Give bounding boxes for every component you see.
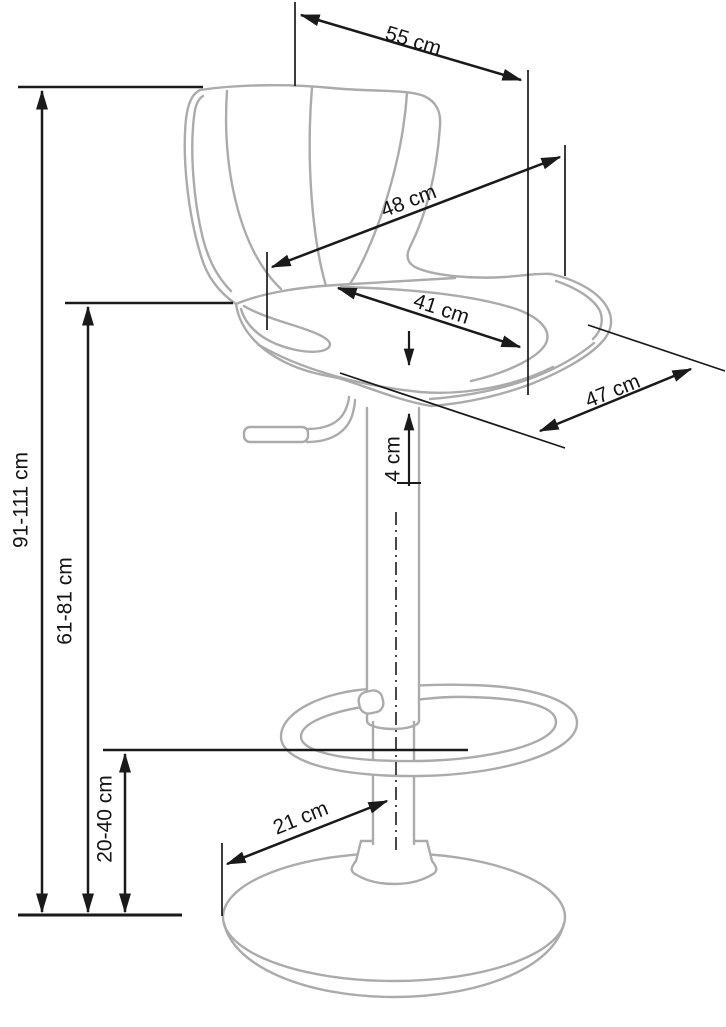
backrest-stitch-2 bbox=[308, 85, 328, 288]
label-top-width: 55 cm bbox=[383, 22, 444, 61]
dim-arrow-47 bbox=[538, 367, 693, 433]
seat-lower-welt bbox=[428, 341, 596, 401]
seat-outline bbox=[234, 272, 613, 408]
base-collar bbox=[350, 839, 438, 886]
label-seat-height: 61-81 cm bbox=[54, 557, 77, 645]
dim-arrow-48 bbox=[270, 155, 562, 269]
dim-arrow-55 bbox=[299, 13, 523, 82]
stool bbox=[183, 84, 613, 999]
label-seat-thickness: 4 cm bbox=[382, 436, 405, 482]
label-seat-depth: 47 cm bbox=[582, 370, 644, 413]
lever-arm bbox=[305, 395, 357, 444]
reference-lines bbox=[18, 85, 468, 917]
column-body bbox=[367, 408, 419, 721]
column-edges bbox=[365, 406, 421, 723]
stool-seat bbox=[234, 266, 613, 408]
label-seat-inner-diagonal: 41 cm bbox=[411, 289, 472, 329]
rod-body bbox=[374, 714, 414, 844]
seat-front-piping bbox=[257, 343, 555, 394]
extension-lines bbox=[221, 2, 726, 916]
label-overall-height: 91-111 cm bbox=[10, 452, 33, 548]
seat-side-bolster-seam bbox=[239, 304, 332, 353]
label-footrest-height: 20-40 cm bbox=[94, 775, 117, 863]
dim-arrow-21 bbox=[225, 799, 389, 866]
ext-47-back bbox=[587, 324, 726, 372]
backrest-stitch-1 bbox=[224, 89, 283, 291]
stool-gas-lift-column bbox=[365, 406, 421, 731]
seat-back-edge bbox=[234, 276, 457, 306]
ext-47-front bbox=[339, 372, 566, 449]
lever-handle bbox=[242, 425, 310, 444]
stool-base bbox=[221, 839, 567, 999]
backrest-inner-edge bbox=[191, 94, 233, 293]
seat-wing-top-edge bbox=[415, 266, 553, 279]
column-bottom-arc bbox=[365, 719, 421, 731]
stool-adjustment-lever bbox=[242, 395, 357, 444]
base-bottom-rim bbox=[222, 921, 566, 999]
seat-bulge-piping bbox=[554, 279, 603, 341]
label-base-radius: 21 cm bbox=[270, 797, 332, 840]
backrest-stitch-3 bbox=[348, 91, 409, 286]
stool-lower-rod bbox=[371, 712, 416, 846]
stool-footrest-ring bbox=[279, 683, 579, 778]
dimension-arrows bbox=[36, 13, 693, 914]
dim-arrow-41 bbox=[336, 286, 522, 349]
footrest-end-cap bbox=[357, 689, 385, 715]
